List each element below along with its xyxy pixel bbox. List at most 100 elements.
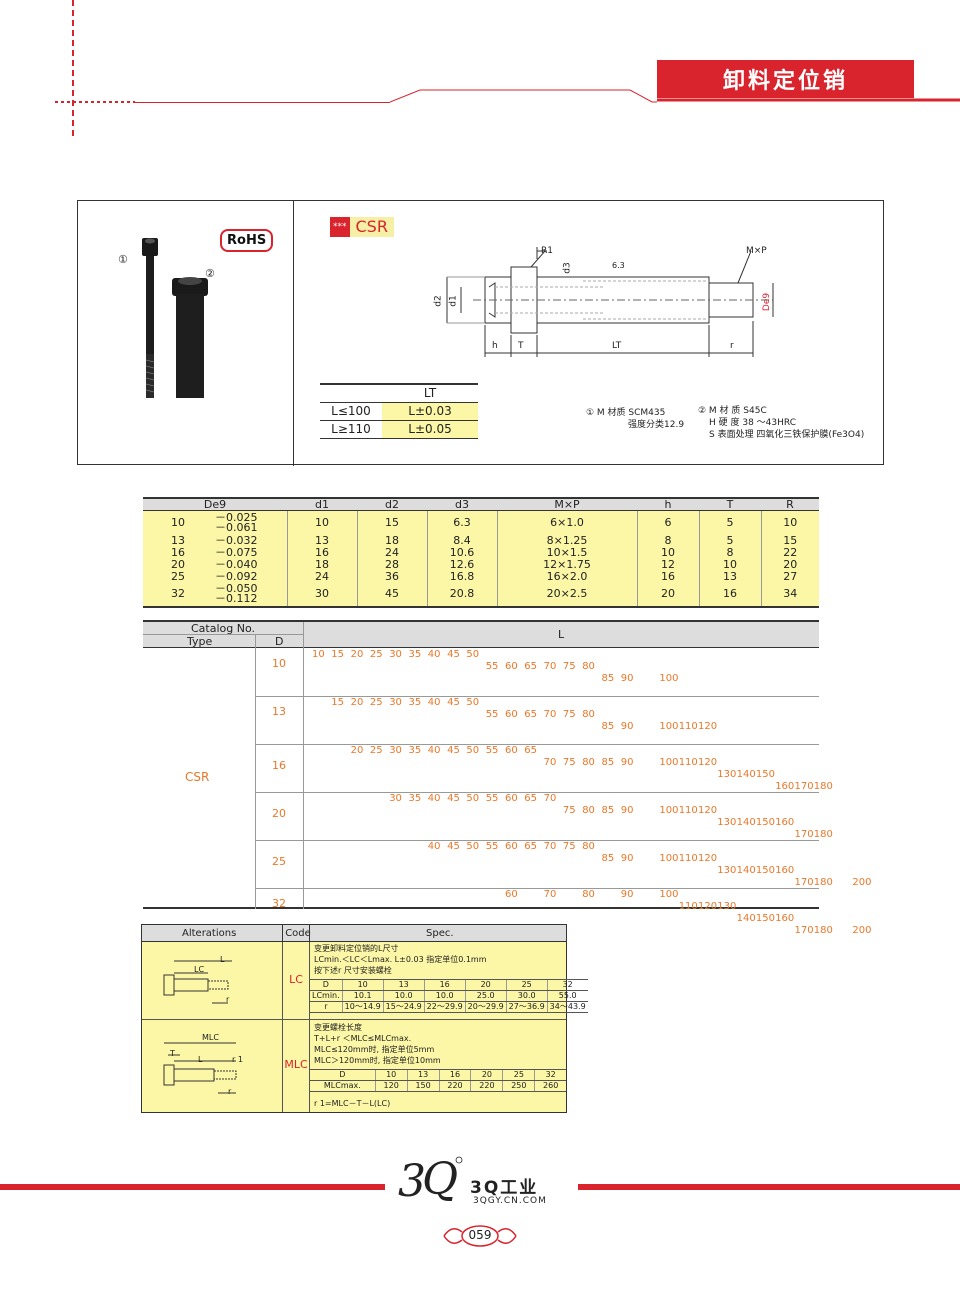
- alterations-table: Alterations Code Spec. LC MLC L LC r MLC…: [141, 924, 588, 1113]
- catalog-l-value: 200: [852, 877, 872, 888]
- lc-fig-r: r: [226, 995, 230, 1004]
- lt-cond: L≥110: [320, 420, 382, 439]
- catalog-l-value: 20: [350, 697, 364, 708]
- catalog-l-value: 120: [698, 901, 718, 912]
- spec-cell: 13: [286, 534, 357, 547]
- catalog-l-value: 90: [620, 673, 634, 684]
- catalog-d-13: 13: [272, 705, 286, 718]
- mini-cell: 16: [438, 1069, 471, 1081]
- catalog-l-value: 25: [369, 745, 383, 756]
- spec-cell: 16: [143, 546, 215, 559]
- catalog-l-value: 160: [775, 865, 795, 876]
- alt-col-spec: Spec.: [426, 928, 454, 939]
- catalog-l-value: 200: [852, 925, 872, 936]
- catalog-l-value: 40: [427, 745, 441, 756]
- type-label: Type: [187, 635, 213, 648]
- lc-text-3: 按下述r 尺寸安装螺栓: [314, 966, 392, 975]
- spec-tolerance-value: －0.092: [215, 569, 258, 583]
- spec-cell: 13: [143, 534, 215, 547]
- catalog-l-value: 150: [755, 865, 775, 876]
- spec-tolerance: －0.032: [215, 533, 287, 547]
- mini-cell: 25: [502, 1069, 535, 1081]
- catalog-l-value: 80: [582, 757, 595, 768]
- mini-cell: 10: [374, 1069, 408, 1081]
- spec-tolerance: －0.075: [215, 546, 287, 559]
- d-label: D: [275, 635, 284, 648]
- footer-rule-right: [578, 1184, 960, 1190]
- mini-cell: 15～24.9: [382, 1001, 425, 1013]
- catalog-l-value: 160: [775, 781, 795, 792]
- catalog-l-value: 100: [659, 889, 679, 900]
- catalog-d-32: 32: [272, 897, 286, 910]
- catalog-l-value: 35: [408, 649, 422, 660]
- lt-header: LT: [382, 383, 478, 403]
- catalog-l-value: 120: [698, 853, 718, 864]
- dim-t: T: [518, 341, 524, 351]
- spec-cell: 36: [356, 570, 427, 583]
- code-mlc: MLC: [284, 1058, 308, 1071]
- catalog-l-value: 100: [659, 757, 679, 768]
- spec-cell: 20: [636, 582, 699, 608]
- series-name: CSR: [349, 217, 394, 237]
- catalog-l-value: 120: [698, 757, 718, 768]
- catalog-l-value: 120: [698, 805, 718, 816]
- col-de9: De9: [143, 497, 287, 511]
- spec-cell: 10.6: [426, 546, 497, 559]
- catalog-l-value: 55: [485, 661, 499, 672]
- catalog-l-value: 85: [601, 721, 615, 732]
- catalog-l-value: 20: [350, 745, 364, 756]
- catalog-l-value: 30: [389, 793, 402, 804]
- mlc-text-1: 变更螺栓长度: [314, 1023, 362, 1032]
- catalog-l-value: 170: [794, 829, 814, 840]
- lc-fig-l: L: [220, 955, 225, 964]
- mlc-fig-r1: r 1: [232, 1055, 243, 1064]
- catalog-l-value: 40: [427, 793, 441, 804]
- dim-r1: R1: [541, 246, 553, 256]
- spec-cell: 5: [698, 534, 761, 547]
- catalog-header: Catalog No. Type D L: [143, 622, 819, 648]
- spec-tolerance-value: －0.032: [215, 533, 258, 547]
- l-label: L: [558, 628, 565, 641]
- catalog-l-value: 180: [813, 877, 833, 888]
- catalog-l-value: 70: [543, 709, 557, 720]
- catalog-l-value: 55: [485, 745, 499, 756]
- material-1: ① M 材质 SCM435 强度分类12.9: [586, 408, 685, 430]
- catalog-l-value: 100: [659, 853, 679, 864]
- svg-text:3: 3: [398, 1156, 426, 1207]
- mini-cell: 10～14.9: [341, 1001, 384, 1013]
- col-t: T: [699, 497, 761, 511]
- mini-cell: 13: [406, 1069, 440, 1081]
- catalog-l-value: 35: [408, 793, 422, 804]
- mini-cell: 150: [406, 1080, 440, 1092]
- dim-de9: De9: [762, 292, 773, 312]
- product-panel: ① ② RoHS *** CSR R1: [77, 200, 884, 466]
- spec-cell: 6: [636, 510, 699, 535]
- dim-r: r: [730, 341, 734, 351]
- mini-cell: 55.0: [546, 990, 588, 1002]
- spec-tolerance-value: －0.112: [215, 592, 258, 605]
- spec-cell: 10: [143, 510, 215, 535]
- catalog-l-value: 90: [620, 805, 634, 816]
- mini-cell: 20～29.9: [464, 1001, 507, 1013]
- product-photo: [142, 238, 208, 398]
- mini-cell: r: [310, 1001, 343, 1013]
- mini-cell: 260: [534, 1080, 566, 1092]
- spec-cell: 8: [698, 546, 761, 559]
- spec-cell: 12: [636, 558, 699, 571]
- catalog-l-value: 140: [736, 769, 756, 780]
- catalog-l-value: 80: [582, 661, 595, 672]
- catalog-l-value: 80: [582, 709, 595, 720]
- alt-col-alterations: Alterations: [182, 928, 237, 939]
- catalog-l-value: 40: [427, 841, 441, 852]
- spec-cell: 18: [356, 534, 427, 547]
- spec-cell: 10: [286, 510, 357, 535]
- catalog-l-value: 30: [389, 697, 402, 708]
- lc-fig-lc: LC: [194, 965, 205, 974]
- dim-h: h: [492, 341, 498, 351]
- catalog-l-value: 70: [543, 889, 557, 900]
- spec-cell: 6×1.0: [496, 510, 637, 535]
